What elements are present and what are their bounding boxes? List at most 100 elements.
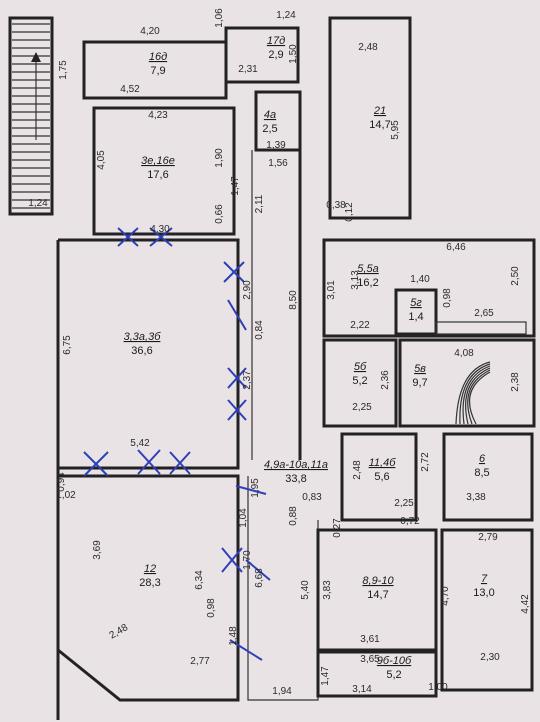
dimension-label: 2,48 bbox=[352, 460, 363, 480]
room-number: 21 bbox=[373, 105, 386, 117]
dimension-label: 2,11 bbox=[254, 194, 265, 213]
dimension-label: 0,12 bbox=[344, 202, 355, 222]
dimension-label: 2,25 bbox=[394, 498, 414, 509]
dimension-labels: 4,20 1,06 1,24 2,48 1,75 4,52 1,50 2,31 5,95 4,23… bbox=[28, 8, 531, 697]
dimension-label: 1,00 bbox=[428, 682, 448, 693]
room-area: 14,7 bbox=[369, 119, 390, 131]
dimension-label: 1,47 bbox=[230, 176, 241, 196]
room-area: 33,8 bbox=[285, 473, 306, 485]
room-number: 7 bbox=[481, 573, 488, 585]
dimension-label: 0,98 bbox=[442, 288, 453, 308]
dimension-label: 3,38 bbox=[466, 492, 486, 503]
room-area: 2,9 bbox=[268, 49, 283, 61]
dimension-label: 1,40 bbox=[410, 274, 430, 285]
room-area: 2,5 bbox=[262, 123, 277, 135]
dimension-label: 1,56 bbox=[268, 158, 288, 169]
dimension-label: 2,77 bbox=[190, 656, 210, 667]
room-area: 1,4 bbox=[408, 311, 423, 323]
dimension-label: 4,23 bbox=[148, 110, 168, 121]
walls bbox=[56, 16, 536, 720]
dimension-label: 6,75 bbox=[62, 335, 73, 355]
dimension-label: 4,20 bbox=[140, 26, 160, 37]
staircase-left bbox=[8, 16, 54, 216]
dimension-label: 3,65 bbox=[360, 654, 380, 665]
dimension-label: 8,50 bbox=[288, 290, 299, 310]
dimension-label: 0,72 bbox=[400, 516, 420, 527]
dimension-label: 3,01 bbox=[326, 280, 337, 300]
dimension-label: 1,50 bbox=[288, 44, 299, 64]
demolition-marks bbox=[83, 227, 271, 661]
room-number: 6 bbox=[479, 453, 486, 465]
dimension-label: 1,75 bbox=[58, 60, 69, 80]
dimension-label: 5,95 bbox=[390, 120, 401, 140]
room-area: 5,2 bbox=[386, 669, 401, 681]
room-area: 28,3 bbox=[139, 577, 160, 589]
dimension-label: 1,06 bbox=[214, 8, 225, 28]
room-labels: 16д 7,9 17д 2,9 21 14,7 4а 2,5 3е,16е 17,6 5,5а 16,… bbox=[124, 35, 495, 681]
dimension-label: 1,94 bbox=[272, 686, 292, 697]
dimension-label: 2,79 bbox=[478, 532, 498, 543]
dimension-label: 0,27 bbox=[332, 518, 343, 538]
dimension-label: 4,42 bbox=[520, 594, 531, 614]
dimension-label: 2,48 bbox=[358, 42, 378, 53]
dimension-label: 1,95 bbox=[250, 478, 261, 498]
dimension-label: 2,22 bbox=[350, 320, 370, 331]
room-number: 11,4б bbox=[369, 457, 397, 469]
dimension-label: 1,24 bbox=[28, 198, 48, 209]
stair-step bbox=[467, 369, 491, 425]
dimension-label: 0,84 bbox=[254, 320, 265, 340]
dimension-label: 2,37 bbox=[242, 370, 253, 390]
room-number: 3,3а,3б bbox=[124, 331, 162, 343]
stair-step bbox=[455, 361, 491, 425]
dimension-label: 6,34 bbox=[194, 570, 205, 590]
dimension-label: 4,05 bbox=[96, 150, 107, 170]
room-number: 4,9а-10а,11а bbox=[264, 459, 328, 471]
room-area: 14,7 bbox=[367, 589, 388, 601]
stair-step bbox=[465, 367, 491, 425]
staircase-5v bbox=[455, 361, 491, 425]
room-area: 36,6 bbox=[131, 345, 152, 357]
dimension-label: 6,46 bbox=[446, 242, 466, 253]
dimension-label: 2,36 bbox=[380, 370, 391, 390]
room-number: 5б bbox=[354, 361, 367, 373]
room-number: 4а bbox=[264, 109, 276, 121]
dimension-label: 3,13 bbox=[350, 270, 361, 290]
room-number: 3е,16е bbox=[141, 155, 175, 167]
dimension-label: 5,40 bbox=[300, 580, 311, 600]
dimension-label: 2,38 bbox=[510, 372, 521, 392]
room-area: 9,7 bbox=[412, 377, 427, 389]
dimension-label: 2,31 bbox=[238, 64, 258, 75]
room-number: 5,5а bbox=[357, 263, 378, 275]
room-area: 13,0 bbox=[473, 587, 494, 599]
dimension-label: 4,70 bbox=[440, 586, 451, 606]
dimension-label: 3,61 bbox=[360, 634, 380, 645]
room-area: 16,2 bbox=[357, 277, 378, 289]
dimension-label: 1,48 bbox=[228, 626, 239, 646]
dimension-label: 0,66 bbox=[214, 204, 225, 224]
room-number: 12 bbox=[144, 563, 156, 575]
dimension-label: 2,90 bbox=[242, 280, 253, 300]
room-number: 17д bbox=[267, 35, 285, 47]
dimension-label: 4,08 bbox=[454, 348, 474, 359]
room-number: 16д bbox=[149, 51, 167, 63]
dimension-label: 2,65 bbox=[474, 308, 494, 319]
stair-step bbox=[468, 371, 491, 425]
dimension-label: 5,42 bbox=[130, 438, 150, 449]
dimension-label: 0,88 bbox=[288, 506, 299, 526]
dimension-label: 3,69 bbox=[92, 540, 103, 560]
room-number: 8,9-10 bbox=[362, 575, 394, 587]
dimension-label: 0,83 bbox=[302, 492, 322, 503]
dimension-label: 4,52 bbox=[120, 84, 140, 95]
room-area: 7,9 bbox=[150, 65, 165, 77]
dimension-label: 2,50 bbox=[510, 266, 521, 286]
dimension-label: 1,04 bbox=[238, 508, 249, 528]
dimension-label: 1,47 bbox=[320, 666, 331, 686]
dimension-label: 3,14 bbox=[352, 684, 372, 695]
room-area: 17,6 bbox=[147, 169, 168, 181]
room-area: 5,2 bbox=[352, 375, 367, 387]
room-area: 8,5 bbox=[474, 467, 489, 479]
dimension-label: 0,38 bbox=[326, 200, 346, 211]
dimension-label: 4,30 bbox=[150, 224, 170, 235]
dimension-label: 3,83 bbox=[322, 580, 333, 600]
